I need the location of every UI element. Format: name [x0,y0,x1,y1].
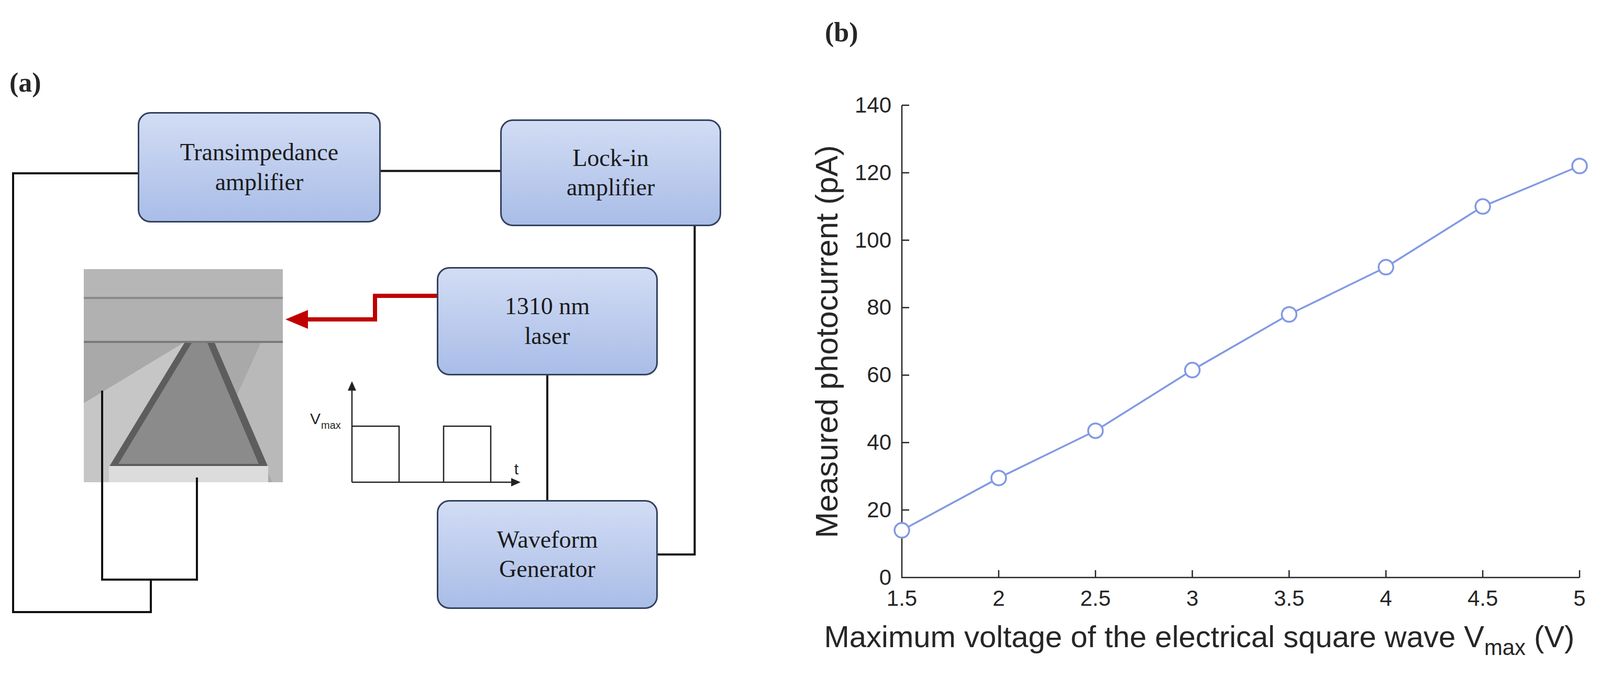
axis-title-row: Maximum voltage of the electrical square… [824,619,1575,661]
sem-waveguide-edge [83,296,283,300]
wire [102,390,197,580]
laser-beam [285,295,437,329]
tick-label: 2 [992,586,1005,612]
box-label: 1310 nm laser [489,291,605,351]
signal-wire [657,226,695,555]
tick-label: 80 [866,294,892,320]
sem-top-band [83,269,283,299]
box-label: Waveform Generator [468,525,626,584]
sem-center-electrode [118,343,259,465]
square-wave-inset [351,389,513,483]
instrument-box: Lock-in amplifier [500,119,722,227]
instrument-box: Transimpedance amplifier [137,112,381,223]
signal-wire [546,375,549,501]
tick-label: 40 [866,429,892,456]
sem-slot [108,343,269,468]
panel-label: (a) [9,67,42,99]
data-series [894,158,1587,538]
sem-background [83,269,283,483]
tick-label: 60 [866,362,892,388]
instrument-box: Waveform Generator [436,500,658,610]
tick-label: 3 [1186,586,1199,612]
data-markers [894,158,1587,538]
panel-label: (b) [824,16,859,49]
y-ticks [901,105,910,511]
axis-line [901,105,1580,578]
signal-name: V [310,410,321,429]
tick-label: 100 [854,227,892,253]
sem-waveguide [83,299,283,342]
data-line [901,166,1580,531]
data-marker [1572,158,1587,174]
signal-subscript: max [321,419,341,432]
axis-title: Measured photocurrent (pA) [808,145,845,538]
inset-arrowhead [511,478,521,487]
instrument-box: 1310 nm laser [436,267,658,376]
box-label: Transimpedance amplifier [170,137,349,197]
wires [13,173,197,613]
beam-line [303,295,437,320]
data-marker [1475,199,1491,214]
tick-label: 140 [854,92,892,118]
data-marker [1185,362,1200,378]
sem-pad [108,466,269,483]
tick-label: 2.5 [1080,586,1111,612]
sem-boundary [83,340,283,344]
signal-wire [380,170,501,173]
sem-image [83,269,283,483]
tick-label: 20 [866,497,892,523]
tick-label: 120 [854,160,892,186]
wire [13,173,151,613]
beam-arrowhead [285,310,308,329]
axis-title: (V) [1534,619,1575,654]
box-label: Lock-in amplifier [534,143,687,203]
inset-axis [351,481,513,484]
inset-axis [351,389,353,483]
data-marker [991,470,1007,486]
axis-title: Maximum voltage of the electrical square… [824,619,1485,654]
tick-label: 1.5 [886,586,918,612]
data-marker [1088,423,1103,439]
square-wave [351,426,491,483]
chart-axes [901,105,1580,578]
tick-label: 4 [1380,586,1393,612]
data-marker [894,523,910,538]
data-marker [1281,307,1297,323]
tick-label: 4.5 [1467,586,1498,612]
axis-subscript: max [1484,635,1526,660]
axis-name: t [514,460,519,479]
tick-label: 5 [1573,586,1586,612]
x-ticks [998,570,1580,578]
data-marker [1378,259,1394,275]
tick-label: 3.5 [1273,586,1305,612]
inset-arrowhead [347,381,357,391]
